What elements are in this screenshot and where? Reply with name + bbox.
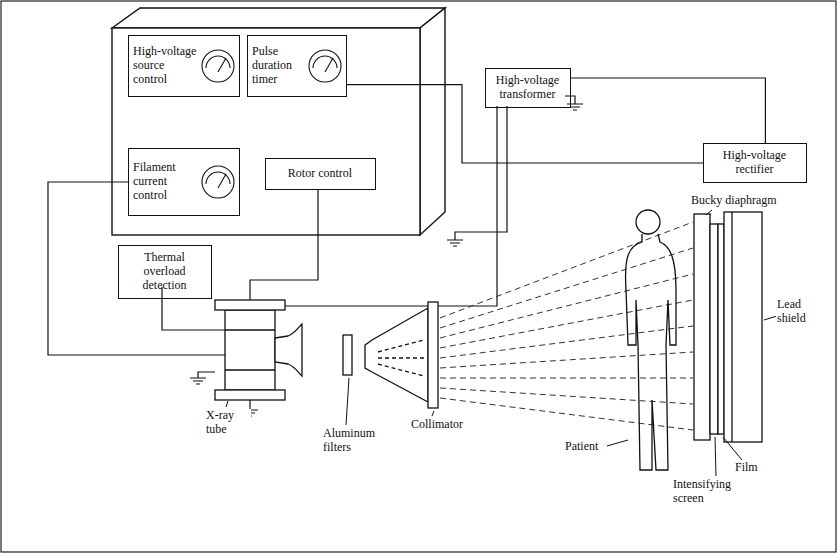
part-label: Film bbox=[734, 461, 759, 475]
part-label: Intensifying screen bbox=[672, 478, 756, 506]
part-label: X-ray tube bbox=[205, 409, 251, 437]
box-label: Pulse duration timer bbox=[248, 42, 310, 89]
leader-line bbox=[226, 210, 777, 476]
control-panel: Pulse duration timer bbox=[247, 35, 347, 97]
part-label: Patient bbox=[564, 440, 599, 454]
x-ray-tube bbox=[215, 300, 302, 400]
box-label: Thermal overload detection bbox=[119, 248, 210, 295]
console-housing bbox=[112, 8, 445, 235]
part-label: Lead shield bbox=[776, 298, 828, 326]
image-receptor bbox=[694, 212, 762, 442]
component-box: High-voltage rectifier bbox=[703, 143, 807, 183]
ground-symbol bbox=[190, 104, 583, 416]
wire bbox=[48, 96, 575, 410]
control-panel: Filament current control bbox=[128, 148, 240, 216]
control-panel: High-voltage source control bbox=[128, 35, 240, 97]
box-label: High-voltage rectifier bbox=[704, 146, 805, 180]
patient-figure bbox=[626, 210, 676, 470]
box-label: Rotor control bbox=[266, 164, 374, 184]
part-label: Aluminum filters bbox=[322, 427, 386, 455]
component-box: Thermal overload detection bbox=[118, 245, 212, 299]
box-label: Filament current control bbox=[129, 158, 203, 205]
part-label: Bucky diaphragm bbox=[690, 194, 778, 208]
component-box: High-voltage transformer bbox=[485, 68, 571, 108]
aluminum-filter bbox=[343, 335, 352, 375]
control-panel: Rotor control bbox=[265, 158, 376, 190]
x-ray-beam bbox=[440, 222, 693, 430]
wire bbox=[571, 78, 765, 143]
part-label: Collimator bbox=[410, 418, 464, 432]
box-label: High-voltage source control bbox=[129, 42, 203, 89]
box-label: High-voltage transformer bbox=[486, 71, 569, 105]
collimator bbox=[365, 302, 438, 408]
